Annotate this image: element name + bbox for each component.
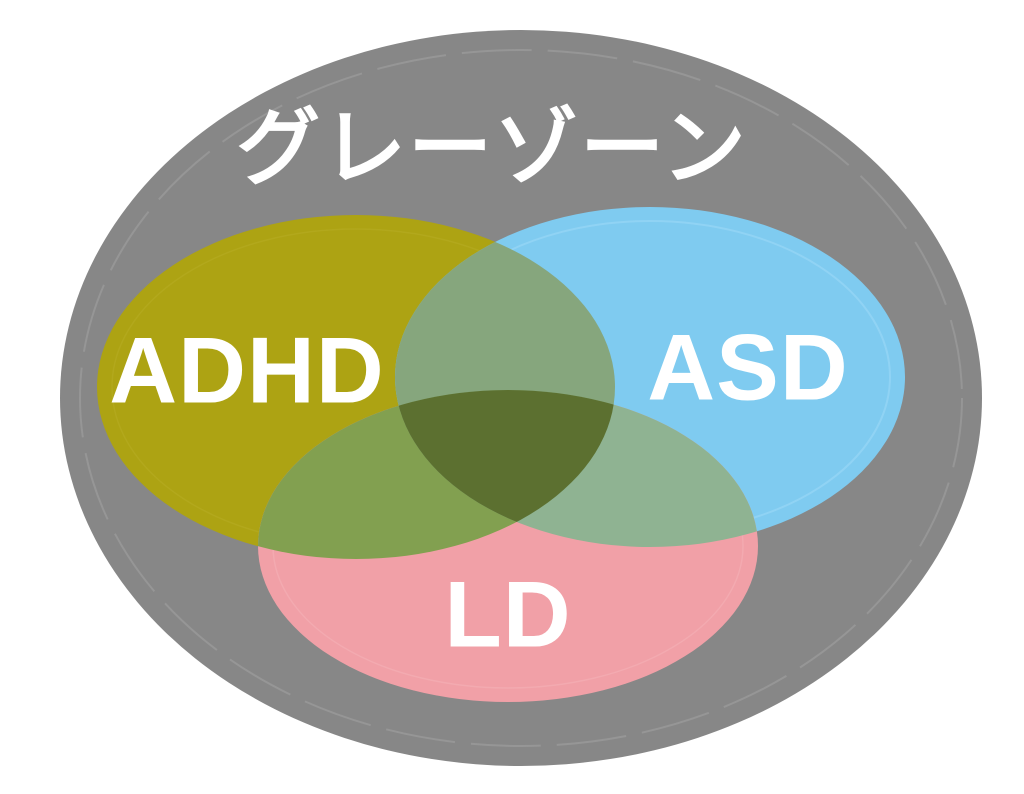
grayzone-inner-ring <box>79 49 963 747</box>
grayzone-title: グレーゾーン <box>236 101 748 195</box>
asd-label: ASD <box>647 315 848 420</box>
ld-label: LD <box>444 562 571 667</box>
adhd-label: ADHD <box>109 318 385 423</box>
